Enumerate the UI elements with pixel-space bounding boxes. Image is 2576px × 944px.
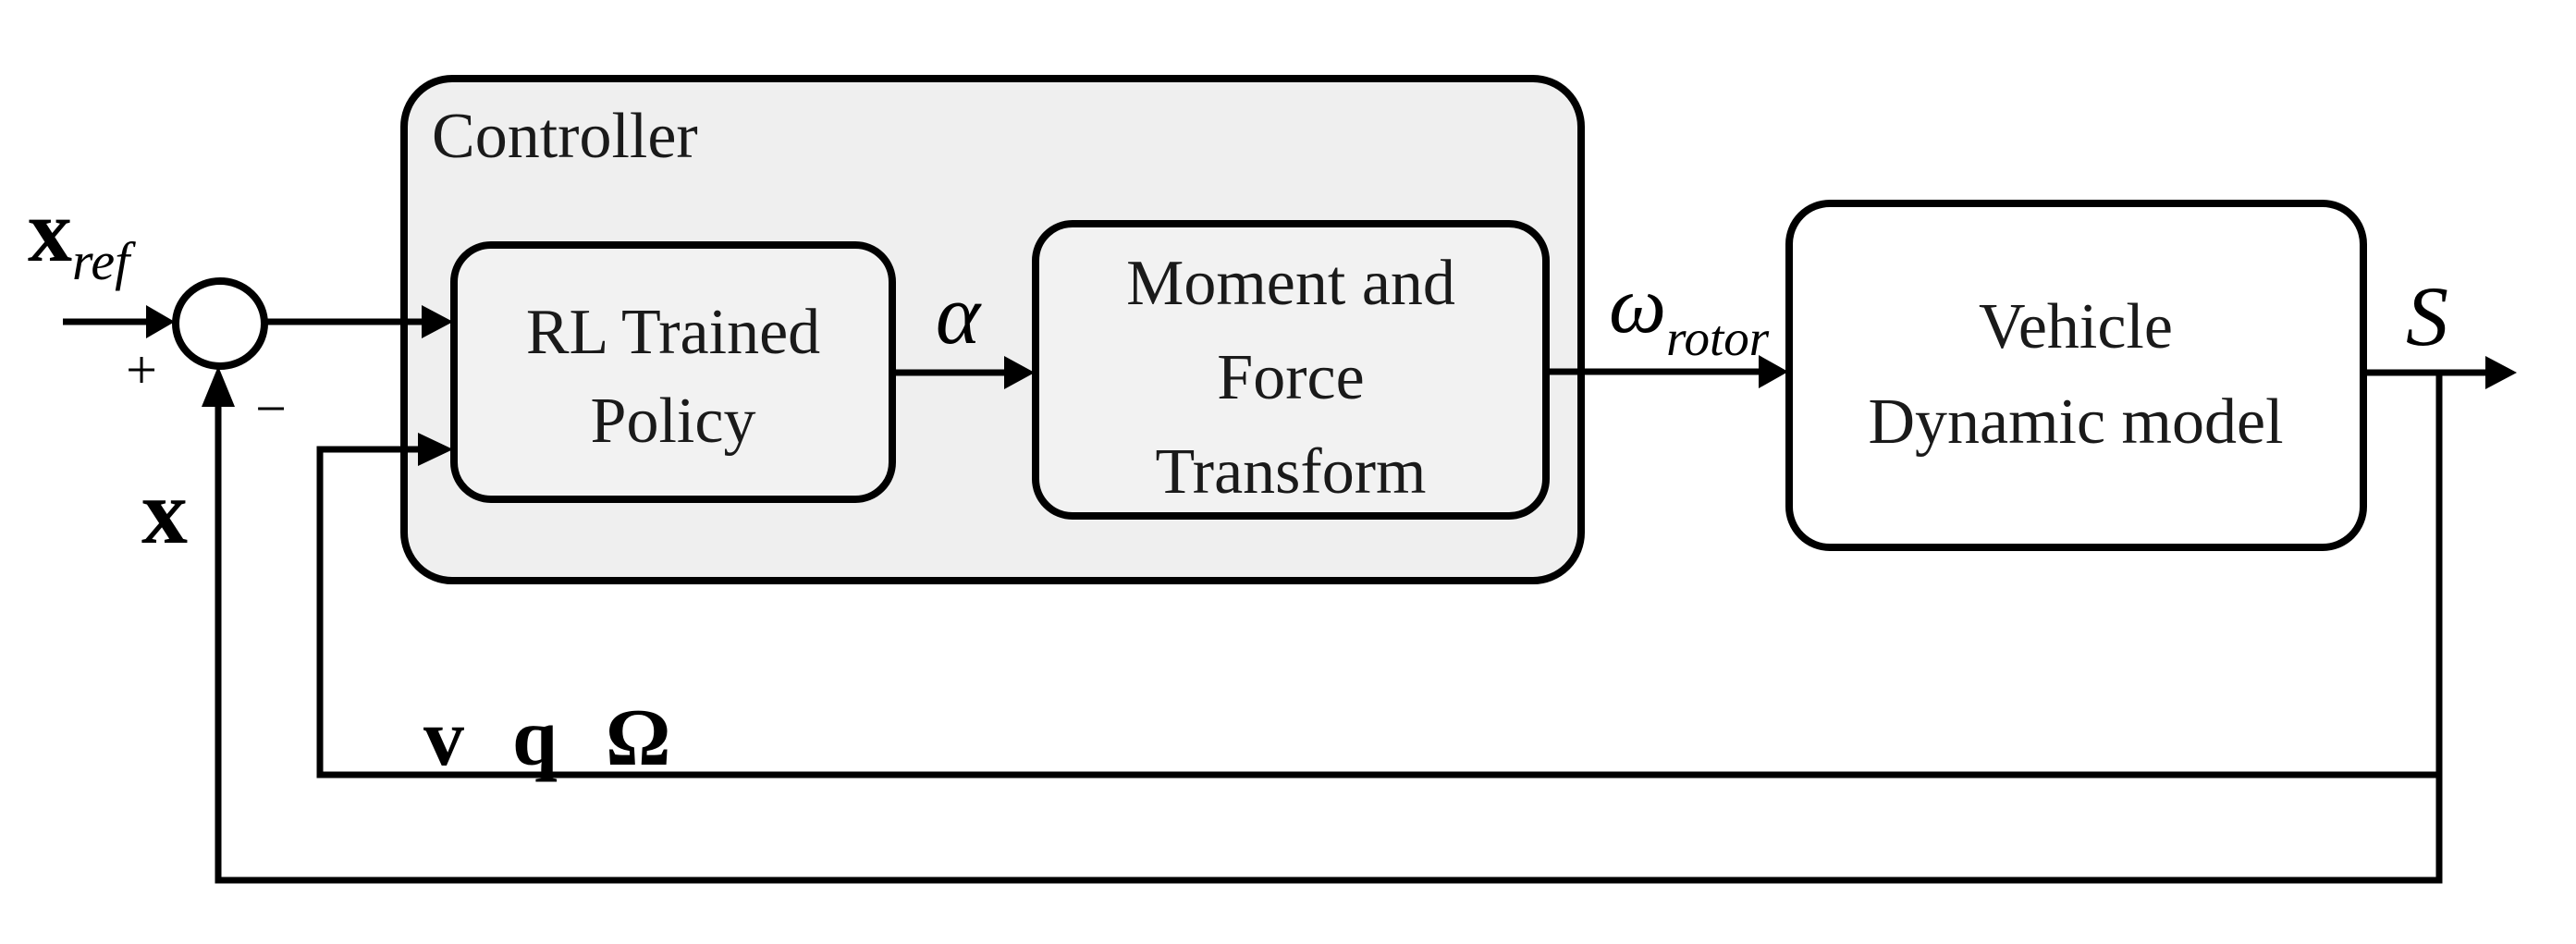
rotor-subscript: rotor xyxy=(1666,310,1770,366)
error-arrowhead-icon xyxy=(422,305,453,338)
state-feedback-path xyxy=(316,374,2443,778)
vehicle-label-line2: Dynamic model xyxy=(1868,386,2283,458)
moment-force-label-line2: Force xyxy=(1217,342,1364,413)
output-signal-label: S xyxy=(2406,269,2448,363)
vehicle-label-line1: Vehicle xyxy=(1979,291,2173,362)
action-arrow xyxy=(892,356,1035,389)
rotor-main-symbol: ω xyxy=(1609,261,1666,350)
controller-label: Controller xyxy=(432,101,698,172)
action-signal-label: α xyxy=(936,267,982,362)
position-feedback-line xyxy=(215,405,2443,884)
rl-policy-box xyxy=(450,241,896,503)
reference-arrowhead-icon xyxy=(146,305,175,338)
rl-policy-label-line2: Policy xyxy=(591,386,756,457)
state-feedback-line xyxy=(316,374,2443,778)
state-feedback-label: v q Ω xyxy=(423,693,670,783)
rotor-speed-arrowhead-icon xyxy=(1759,355,1788,388)
summing-junction xyxy=(172,277,268,370)
output-arrowhead-icon xyxy=(2485,356,2517,389)
position-feedback-arrowhead-icon xyxy=(202,366,235,407)
error-signal-arrow xyxy=(264,305,453,338)
moment-force-label-line1: Moment and xyxy=(1126,248,1455,319)
position-feedback-label: x xyxy=(141,460,188,563)
position-feedback-path xyxy=(202,366,2443,884)
reference-subscript: ref xyxy=(72,231,136,291)
plus-sign-label: + xyxy=(126,339,157,400)
minus-sign-label: − xyxy=(255,378,287,439)
reference-input-arrow xyxy=(63,305,175,338)
moment-force-label-line3: Transform xyxy=(1156,436,1427,508)
reference-main-symbol: x xyxy=(28,181,72,280)
output-arrow xyxy=(2363,356,2517,389)
state-feedback-arrowhead-icon xyxy=(418,433,453,466)
rotor-speed-label: ωrotor xyxy=(1609,261,1770,366)
action-arrowhead-icon xyxy=(1004,356,1035,389)
vehicle-model-box xyxy=(1785,200,2367,551)
reference-signal-label: xref xyxy=(28,181,136,291)
rotor-speed-arrow xyxy=(1546,355,1788,388)
rl-policy-label-line1: RL Trained xyxy=(526,297,820,368)
